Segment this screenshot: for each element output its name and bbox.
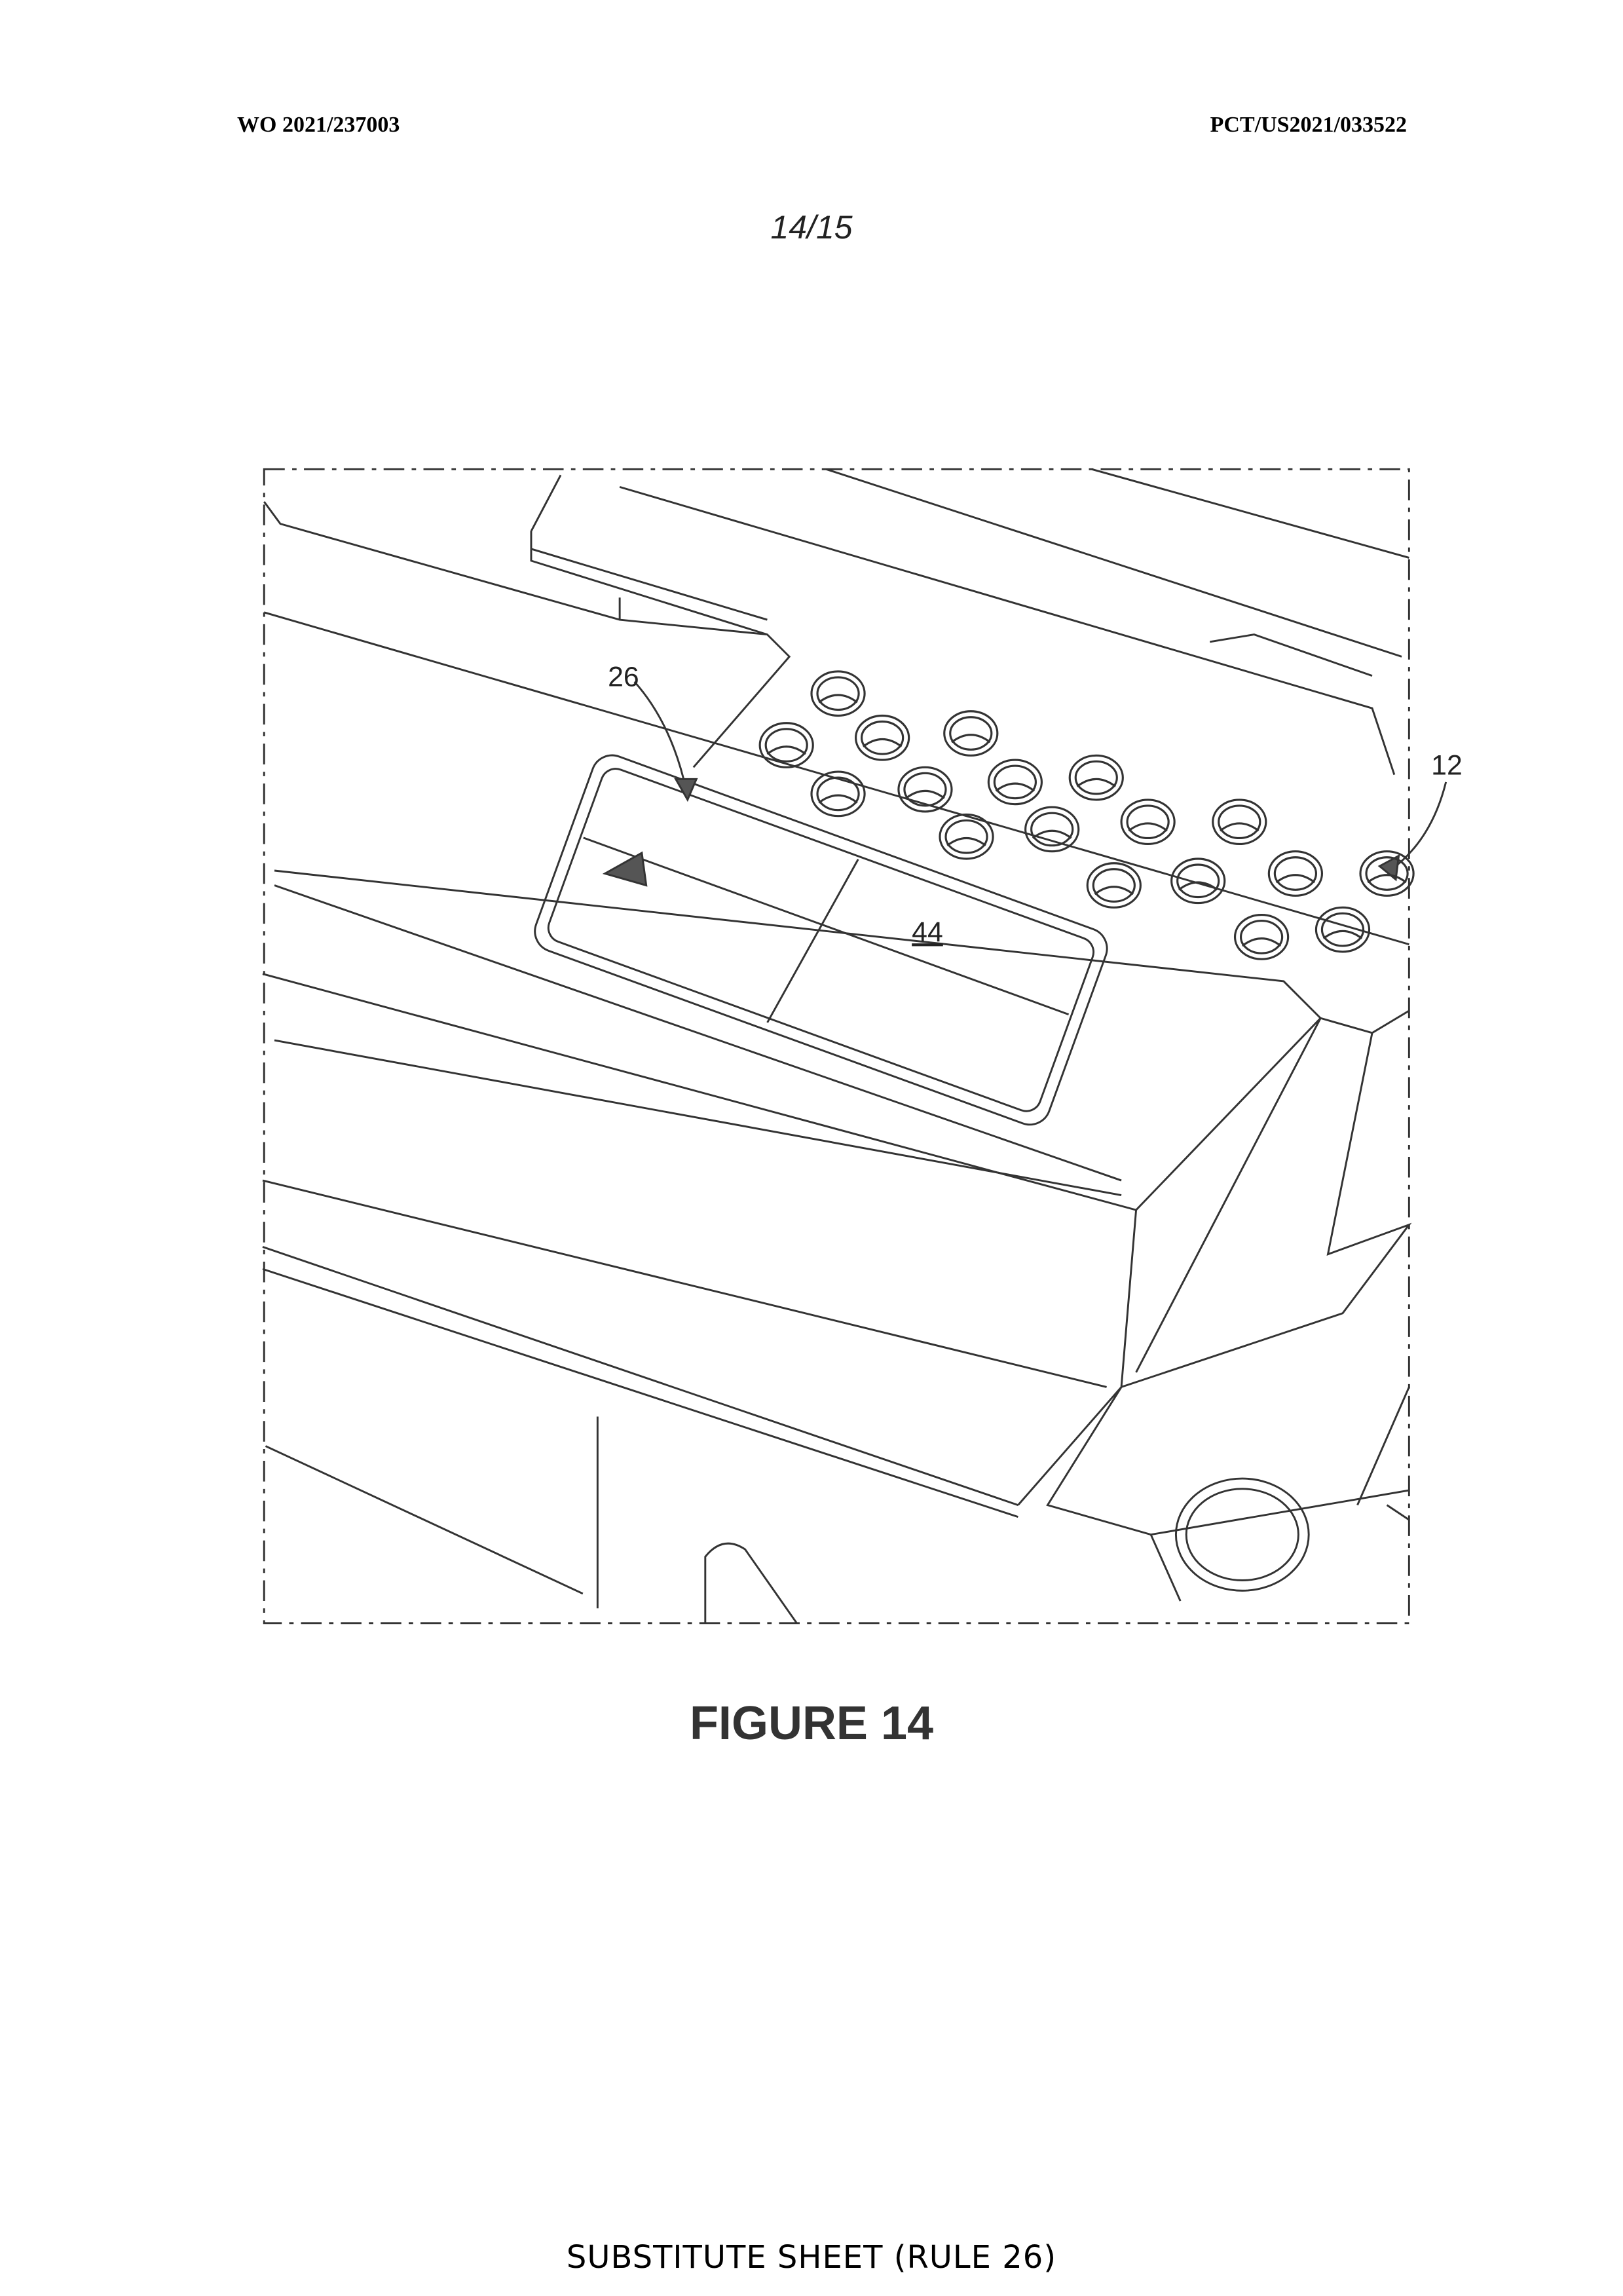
upper-housing (263, 468, 1409, 776)
round-boss (1174, 1477, 1310, 1592)
body-front-line (274, 884, 1122, 1197)
body-side (1017, 1009, 1412, 1602)
sheet-number: 14/15 (770, 209, 853, 246)
holes (758, 670, 1415, 960)
footer-text: SUBSTITUTE SHEET (RULE 26) (566, 2239, 1057, 2276)
vent-hole (1233, 914, 1290, 960)
vent-hole (1359, 850, 1415, 897)
application-number: PCT/US2021/033522 (1210, 113, 1407, 137)
vent-hole (1315, 906, 1371, 953)
vent-hole (943, 710, 999, 757)
publication-number: WO 2021/237003 (237, 113, 400, 137)
vent-hole (1024, 806, 1080, 853)
vent-hole (1068, 754, 1124, 801)
figure-caption: FIGURE 14 (689, 1697, 934, 1750)
vent-hole (1086, 862, 1142, 909)
button-arrow-marker (602, 851, 648, 887)
vent-hole (1267, 850, 1324, 897)
label-12: 12 (1431, 750, 1463, 781)
body-top-edge (262, 869, 1322, 1211)
lower-handle (704, 1542, 798, 1624)
vent-hole (855, 714, 910, 761)
figure-boundary (263, 468, 1410, 1625)
vent-hole (987, 759, 1043, 806)
vent-hole (897, 766, 953, 813)
button-44 (534, 754, 1108, 1126)
vent-hole (810, 770, 866, 818)
body-lower-lines (262, 1179, 1107, 1609)
vent-hole (1170, 857, 1226, 905)
label-44: 44 (912, 916, 943, 948)
vent-hole (1212, 799, 1267, 846)
arrow-26 (633, 681, 687, 790)
vent-hole (758, 722, 814, 768)
arrow-12 (1389, 781, 1447, 872)
vent-hole (810, 670, 866, 717)
vent-hole (939, 813, 994, 860)
label-26: 26 (608, 661, 639, 692)
vent-hole (1120, 799, 1176, 846)
